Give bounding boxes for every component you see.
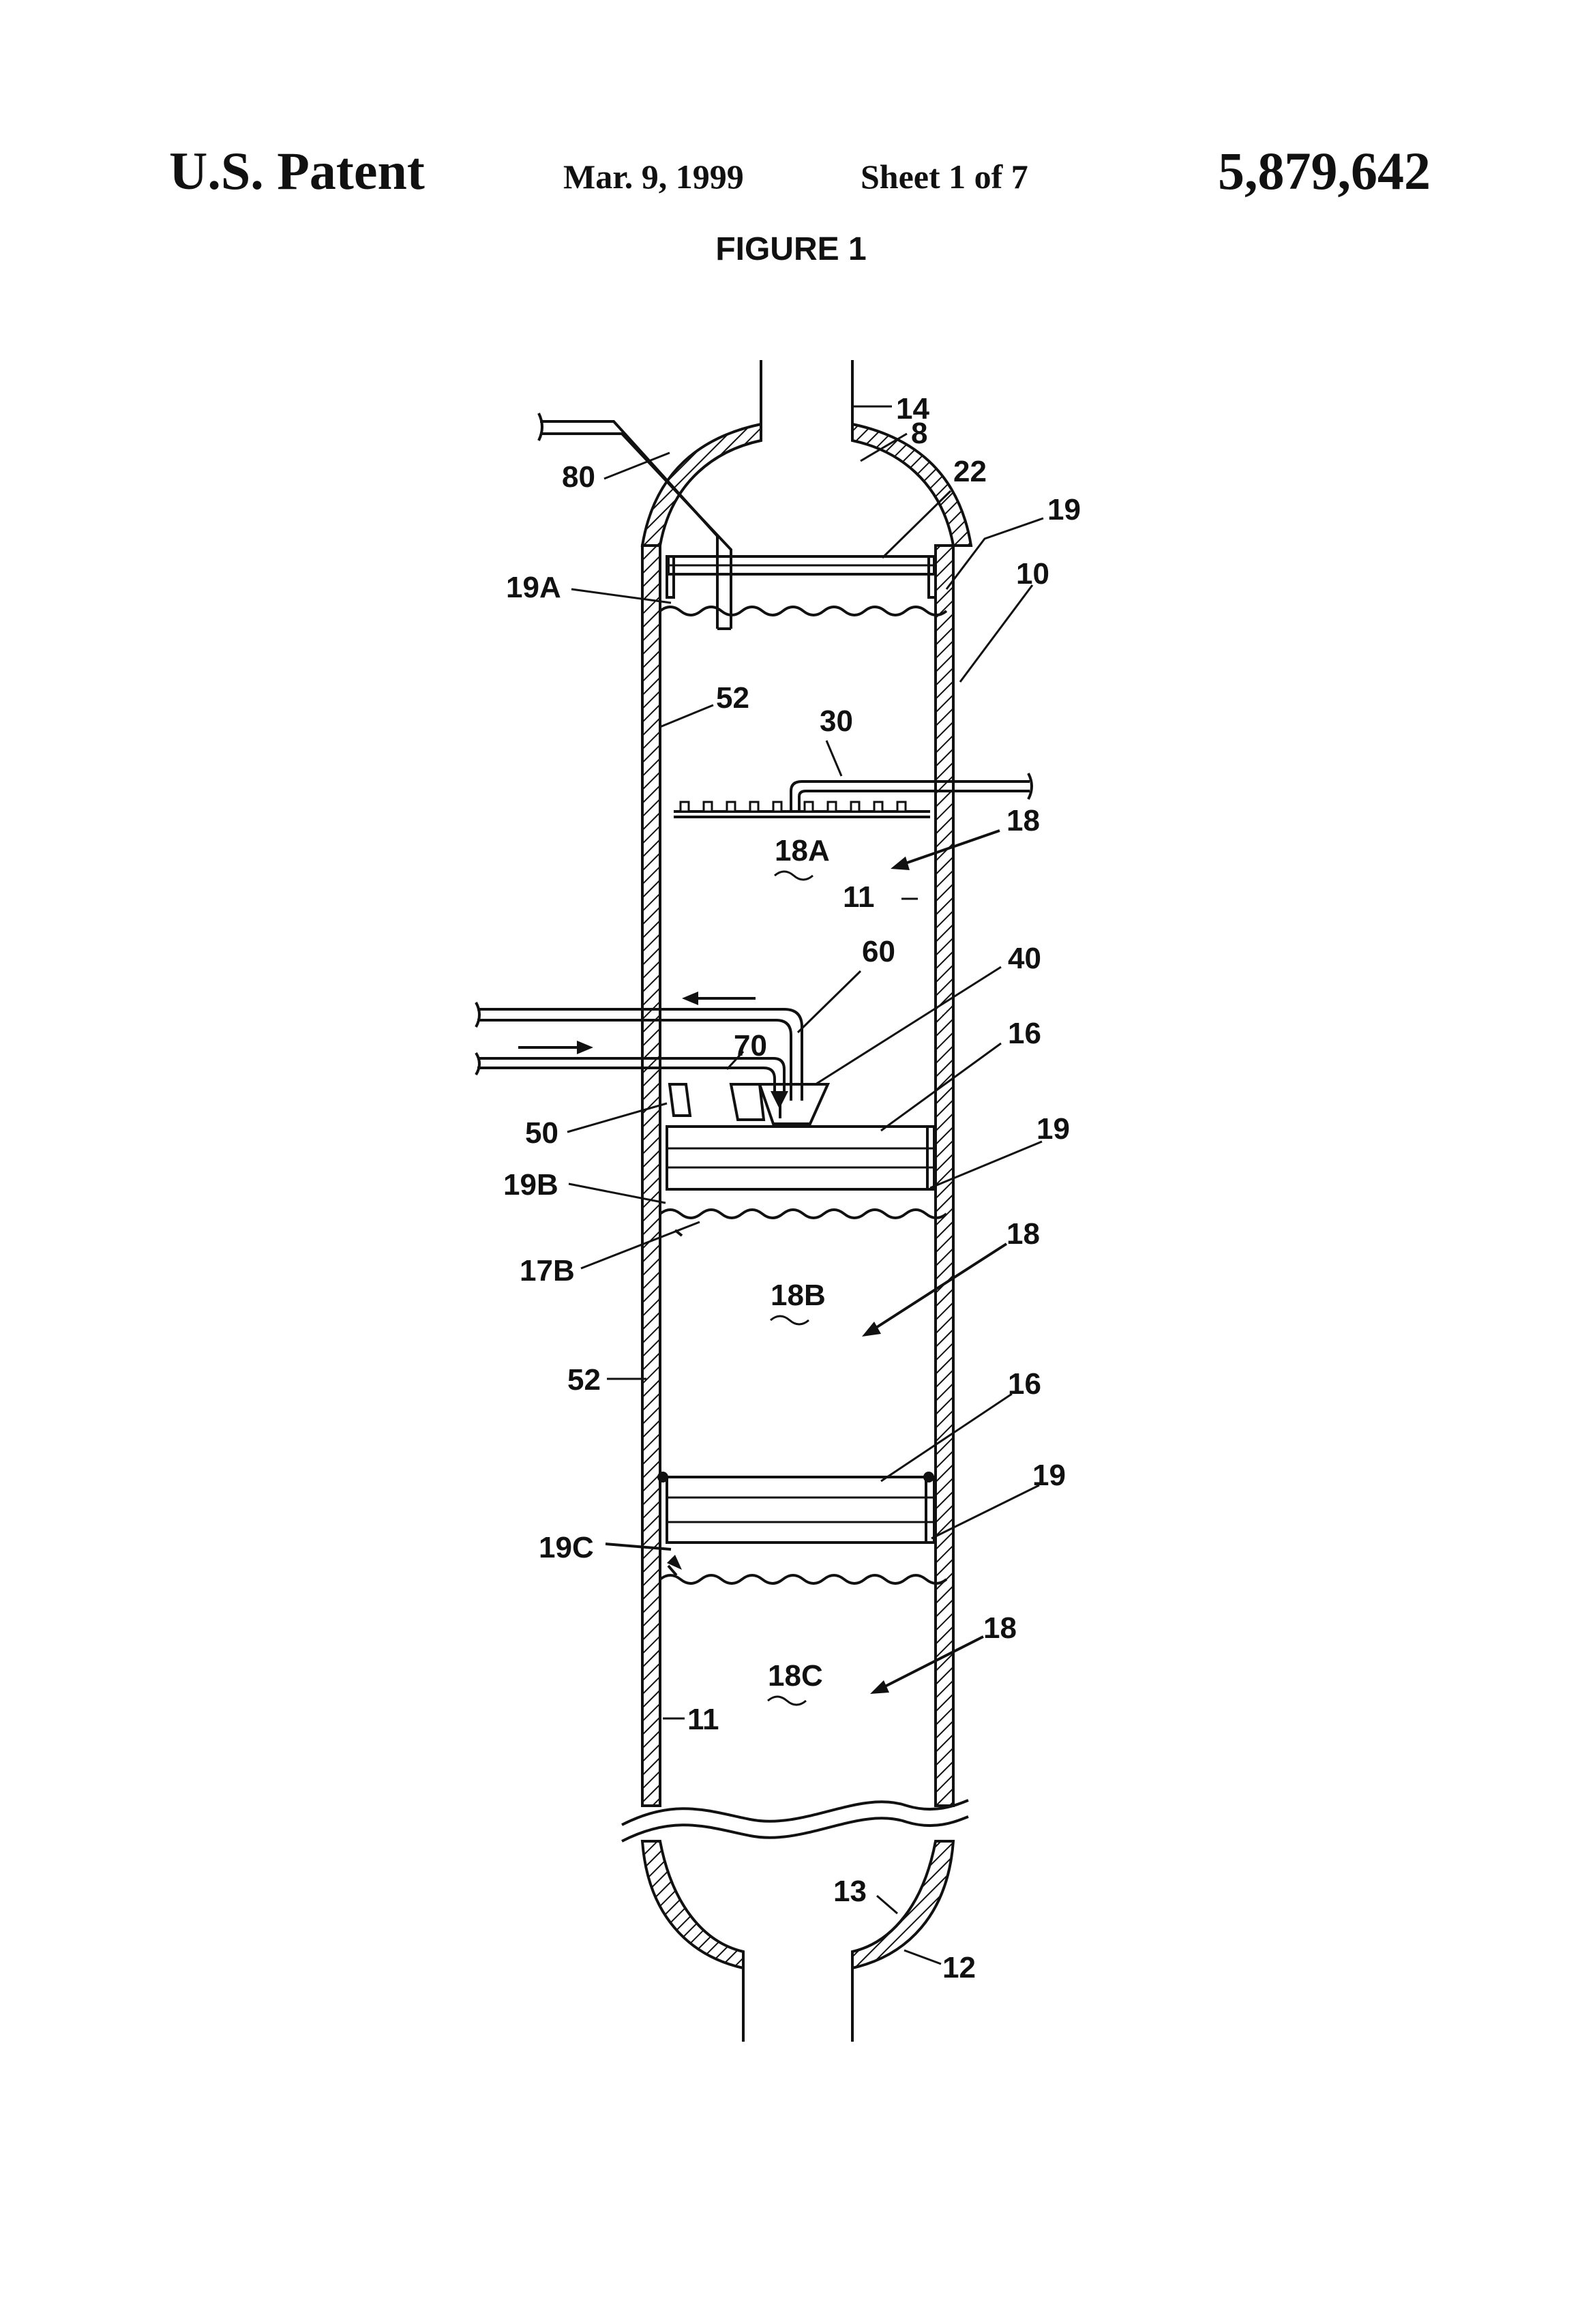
label-50: 50 [525, 1116, 558, 1150]
tray-16-lower [657, 1472, 946, 1583]
label-18A: 18A [775, 834, 830, 867]
label-18-middle: 18 [1006, 1217, 1040, 1251]
label-60: 60 [862, 935, 895, 968]
label-11-lower: 11 [687, 1703, 719, 1736]
label-18C: 18C [768, 1659, 823, 1693]
label-16-upper: 16 [1008, 1017, 1041, 1050]
label-19A: 19A [506, 571, 561, 604]
label-12: 12 [942, 1951, 976, 1984]
label-80: 80 [562, 460, 595, 494]
label-22: 22 [953, 455, 987, 488]
label-52-lower: 52 [567, 1363, 601, 1397]
label-70: 70 [734, 1029, 767, 1062]
label-18B: 18B [771, 1279, 826, 1312]
inlet-pipe-80 [539, 413, 731, 629]
label-10: 10 [1016, 557, 1049, 591]
label-11-upper: 11 [843, 880, 875, 914]
label-13: 13 [833, 1875, 867, 1908]
label-40: 40 [1008, 942, 1041, 975]
top-tray [660, 556, 946, 615]
label-19B: 19B [503, 1168, 558, 1202]
label-19-middle: 19 [1036, 1112, 1070, 1146]
label-19-lower: 19 [1032, 1459, 1066, 1492]
label-52-upper: 52 [716, 681, 749, 715]
vessel-shell [622, 360, 971, 2042]
label-30: 30 [820, 704, 853, 738]
label-19-top: 19 [1047, 493, 1081, 526]
label-16-lower: 16 [1008, 1367, 1041, 1401]
leader-lines [567, 406, 1043, 1964]
label-19C: 19C [539, 1531, 594, 1564]
label-8: 8 [911, 417, 927, 450]
label-18-lower: 18 [983, 1611, 1017, 1645]
label-17B: 17B [520, 1254, 575, 1287]
distributor-30 [674, 773, 1032, 817]
label-18-upper: 18 [1006, 804, 1040, 837]
